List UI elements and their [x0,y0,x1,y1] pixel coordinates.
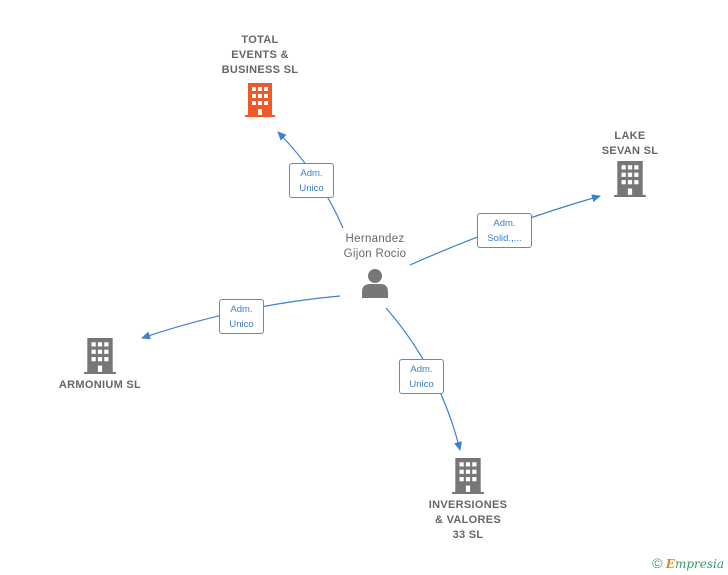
empresia-logo: Empresia [665,557,724,571]
person-name: Hernandez Gijon Rocio [343,233,407,260]
relation-badge-total-events[interactable]: Adm. Unico [289,163,334,198]
relation-badge-lake-sevan[interactable]: Adm. Solid.,... [477,213,532,248]
company-node-total-events[interactable]: TOTAL EVENTS & BUSINESS SL [200,33,320,117]
person-node[interactable]: Hernandez Gijon Rocio [325,232,425,298]
building-icon [84,338,116,374]
person-icon [362,269,388,298]
relation-badge-inversiones[interactable]: Adm. Unico [399,359,444,394]
relation-badge-armonium[interactable]: Adm. Unico [219,299,264,334]
company-name-total-events: TOTAL EVENTS & BUSINESS SL [221,34,299,76]
company-node-lake-sevan[interactable]: LAKE SEVAN SL [590,129,670,197]
company-node-inversiones[interactable]: INVERSIONES & VALORES 33 SL [408,458,528,543]
building-icon [452,458,484,494]
company-name-lake-sevan: LAKE SEVAN SL [601,130,659,157]
company-node-armonium[interactable]: ARMONIUM SL [40,338,160,393]
footer-credit: © Empresia [652,555,724,571]
company-name-armonium: ARMONIUM SL [58,379,142,391]
building-icon [614,161,646,197]
copyright-symbol: © [652,555,663,571]
building-icon [245,83,275,117]
company-name-inversiones: INVERSIONES & VALORES 33 SL [428,499,508,541]
